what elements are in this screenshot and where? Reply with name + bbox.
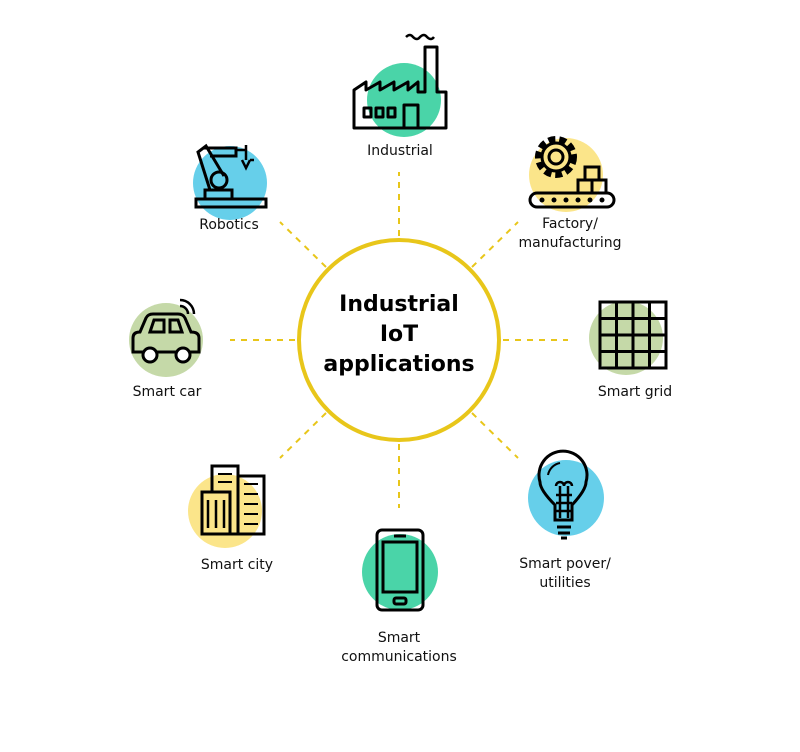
grid-icon [589, 300, 668, 375]
label-smart-power: Smart pover/utilities [519, 556, 611, 591]
factory-icon [352, 33, 448, 137]
center-title-line: IoT [379, 322, 419, 347]
smartphone-icon [362, 528, 438, 612]
center-circle [297, 238, 501, 442]
center-title-line: applications [323, 352, 475, 377]
label-smart-grid: Smart grid [597, 384, 673, 400]
car-icon [129, 298, 203, 377]
label-smart-car: Smart car [132, 384, 202, 400]
lightbulb-icon [528, 449, 604, 540]
center-title: Industrial IoT applications [299, 290, 499, 380]
label-factory: Factory/manufacturing [518, 216, 622, 251]
robot-arm-icon [193, 143, 268, 220]
gear-conveyor-icon [528, 136, 616, 212]
label-industrial: Industrial [367, 143, 433, 159]
label-robotics: Robotics [199, 217, 259, 233]
buildings-icon [188, 464, 266, 548]
connector-lines [230, 172, 568, 508]
label-smart-city: Smart city [200, 557, 274, 573]
center-title-line: Industrial [339, 292, 459, 317]
